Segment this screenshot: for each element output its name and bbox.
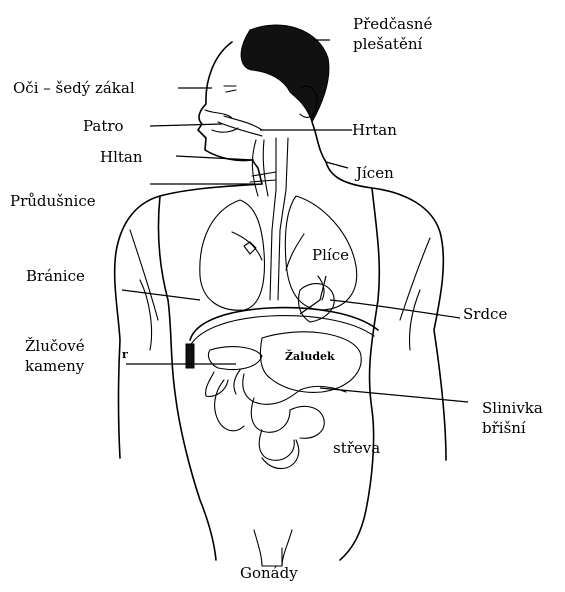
label-r-mark: r [122, 346, 128, 363]
label-pancreas: Slinivka břišní [482, 398, 543, 438]
heart-drawing [298, 276, 334, 322]
diaphragm-drawing [190, 308, 378, 346]
label-gallstones: Žlučové kameny [25, 336, 85, 376]
label-trachea: Průdušnice [10, 193, 96, 210]
label-heart: Srdce [463, 306, 507, 323]
gallbladder-drawing [186, 344, 262, 396]
label-gonads: Gonády [240, 565, 298, 582]
label-lungs: Plíce [312, 247, 349, 264]
label-diaphragm: Bránice [26, 268, 85, 285]
label-intestines: střeva [333, 440, 380, 457]
label-eyes-cataract: Oči – šedý zákal [13, 80, 135, 97]
label-larynx: Hrtan [352, 122, 397, 139]
neck-drawing [250, 138, 288, 300]
label-esophagus: Jícen [356, 165, 394, 182]
label-stomach: Žaludek [285, 348, 335, 365]
label-palate: Patro [83, 118, 124, 135]
label-premature-baldness: Předčasné plešatění [353, 14, 432, 54]
label-pharynx: Hltan [100, 149, 143, 166]
